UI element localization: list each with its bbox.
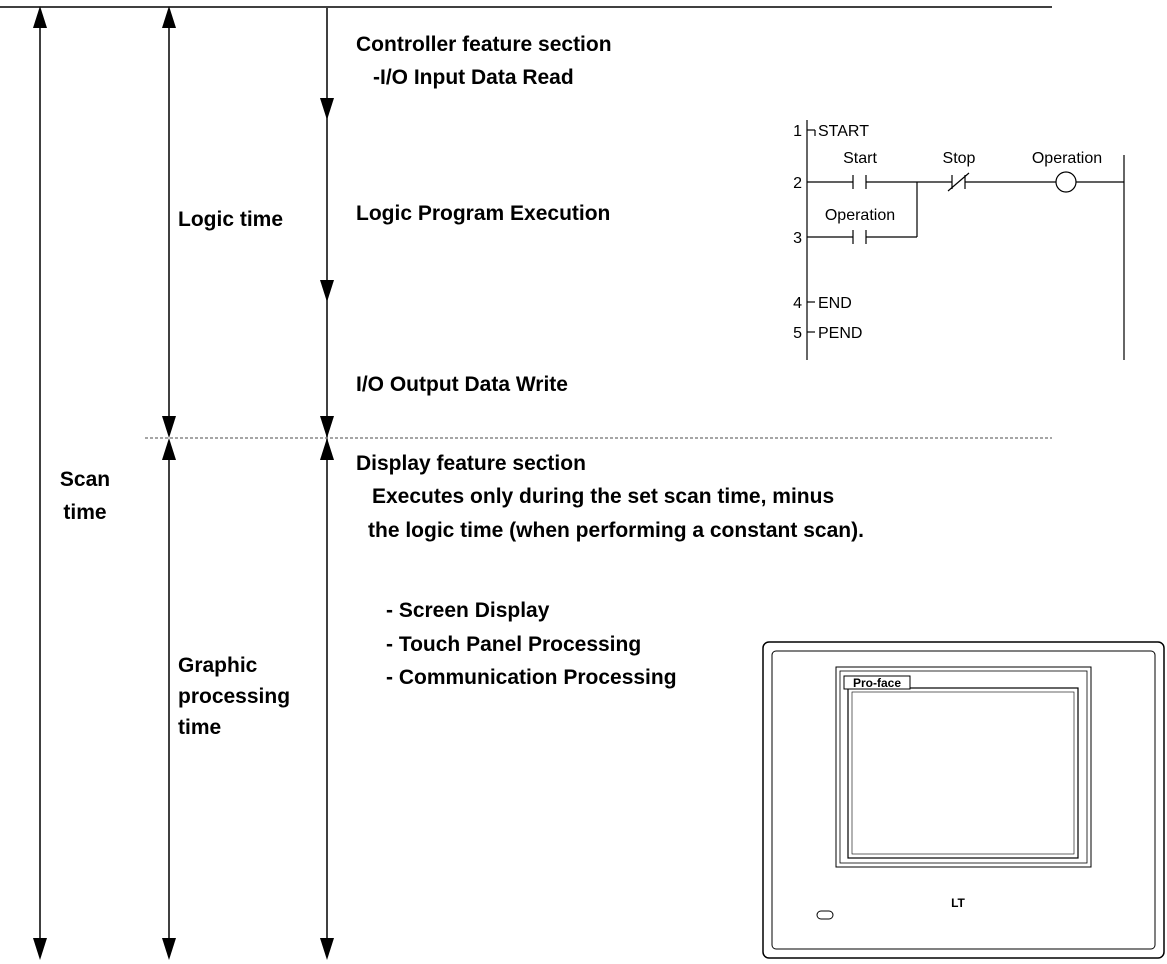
- svg-text:time: time: [63, 501, 106, 524]
- contact-operation-label: Operation: [825, 207, 895, 224]
- svg-text:time: time: [178, 716, 221, 739]
- rung-number: 3: [793, 230, 802, 247]
- process-flow-arrow: [320, 8, 334, 960]
- display-item-screen: - Screen Display: [386, 599, 550, 622]
- display-desc-line1: Executes only during the set scan time, …: [372, 485, 834, 508]
- rung-number: 5: [793, 325, 802, 342]
- screen-area: [847, 687, 1079, 859]
- graphic-time-label: Graphic processing time: [178, 654, 290, 739]
- logic-time-label: Logic time: [178, 208, 283, 231]
- coil-operation-label: Operation: [1032, 150, 1102, 167]
- svg-text:Scan: Scan: [60, 468, 110, 491]
- controller-section-title: Controller feature section: [356, 33, 612, 56]
- brand-logo: Pro-face: [853, 676, 901, 690]
- ladder-labels: 1 2 3 4 5 START Start Stop Operation Ope…: [793, 123, 1102, 342]
- contact-stop-label: Stop: [943, 150, 976, 167]
- hmi-device: Pro-face LT: [762, 641, 1165, 959]
- display-item-comm: - Communication Processing: [386, 666, 677, 689]
- display-item-touch: - Touch Panel Processing: [386, 633, 641, 656]
- ladder-diagram: [806, 120, 1125, 360]
- svg-text:processing: processing: [178, 685, 290, 708]
- display-desc-line2: the logic time (when performing a consta…: [368, 519, 864, 542]
- io-output-write: I/O Output Data Write: [356, 373, 568, 396]
- svg-text:Graphic: Graphic: [178, 654, 258, 677]
- start-label: START: [818, 123, 869, 140]
- pend-label: PEND: [818, 325, 862, 342]
- rung-number: 4: [793, 295, 802, 312]
- lt-logo: LT: [951, 896, 965, 910]
- graphic-time-arrow: [162, 438, 176, 960]
- rung-number: 2: [793, 175, 802, 192]
- power-led: [816, 910, 834, 920]
- display-section-title: Display feature section: [356, 452, 586, 475]
- rung-number: 1: [793, 123, 802, 140]
- end-label: END: [818, 295, 852, 312]
- logic-program-execution: Logic Program Execution: [356, 202, 610, 225]
- scan-time-arrow: [33, 6, 47, 960]
- io-input-read: -I/O Input Data Read: [373, 66, 574, 89]
- contact-start-label: Start: [843, 150, 877, 167]
- scan-time-label: Scan time: [60, 468, 110, 524]
- logic-time-arrow: [162, 6, 176, 438]
